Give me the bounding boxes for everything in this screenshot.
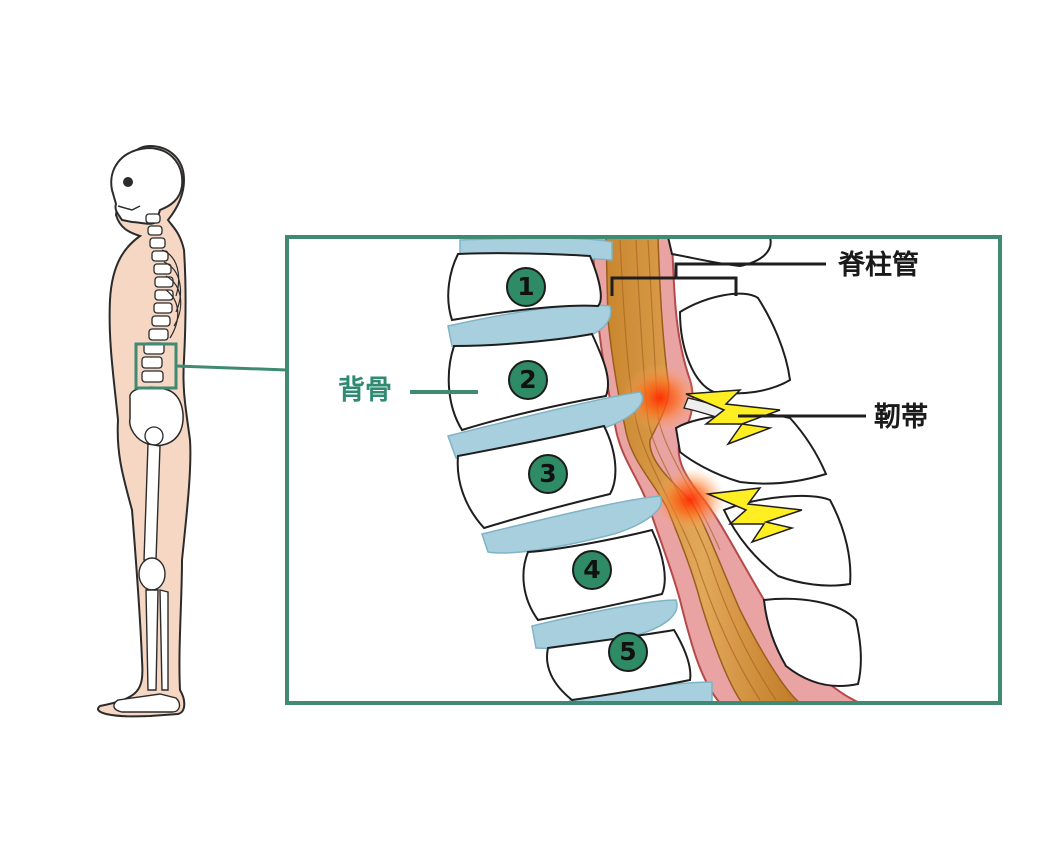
label-spinal-canal: 脊柱管 <box>838 250 919 281</box>
vertebra-number-1: 1 <box>506 267 546 307</box>
human-figure <box>97 144 288 718</box>
pain-lightning <box>685 389 803 544</box>
lightning-bolt-upper <box>685 389 781 446</box>
label-backbone: 背骨 <box>338 375 392 406</box>
posterior-processes <box>666 237 862 687</box>
vertebra-number-4: 4 <box>572 550 612 590</box>
zoom-view <box>447 237 862 703</box>
label-ligament: 靭帯 <box>874 402 928 433</box>
vertebra-number-2: 2 <box>508 360 548 400</box>
vertebra-number-5: 5 <box>608 632 648 672</box>
canal-bracket <box>610 262 826 296</box>
vertebra-number-3: 3 <box>528 454 568 494</box>
process-0 <box>666 237 772 268</box>
body-spine <box>141 213 174 383</box>
zoom-frame <box>285 235 1002 705</box>
skull <box>110 146 184 225</box>
process-4 <box>762 597 862 687</box>
zoom-connector <box>175 364 288 372</box>
lightning-bolt-lower <box>705 487 803 544</box>
pain-spot-upper <box>622 364 698 432</box>
process-1 <box>678 292 792 395</box>
pain-spot-lower <box>654 468 726 532</box>
